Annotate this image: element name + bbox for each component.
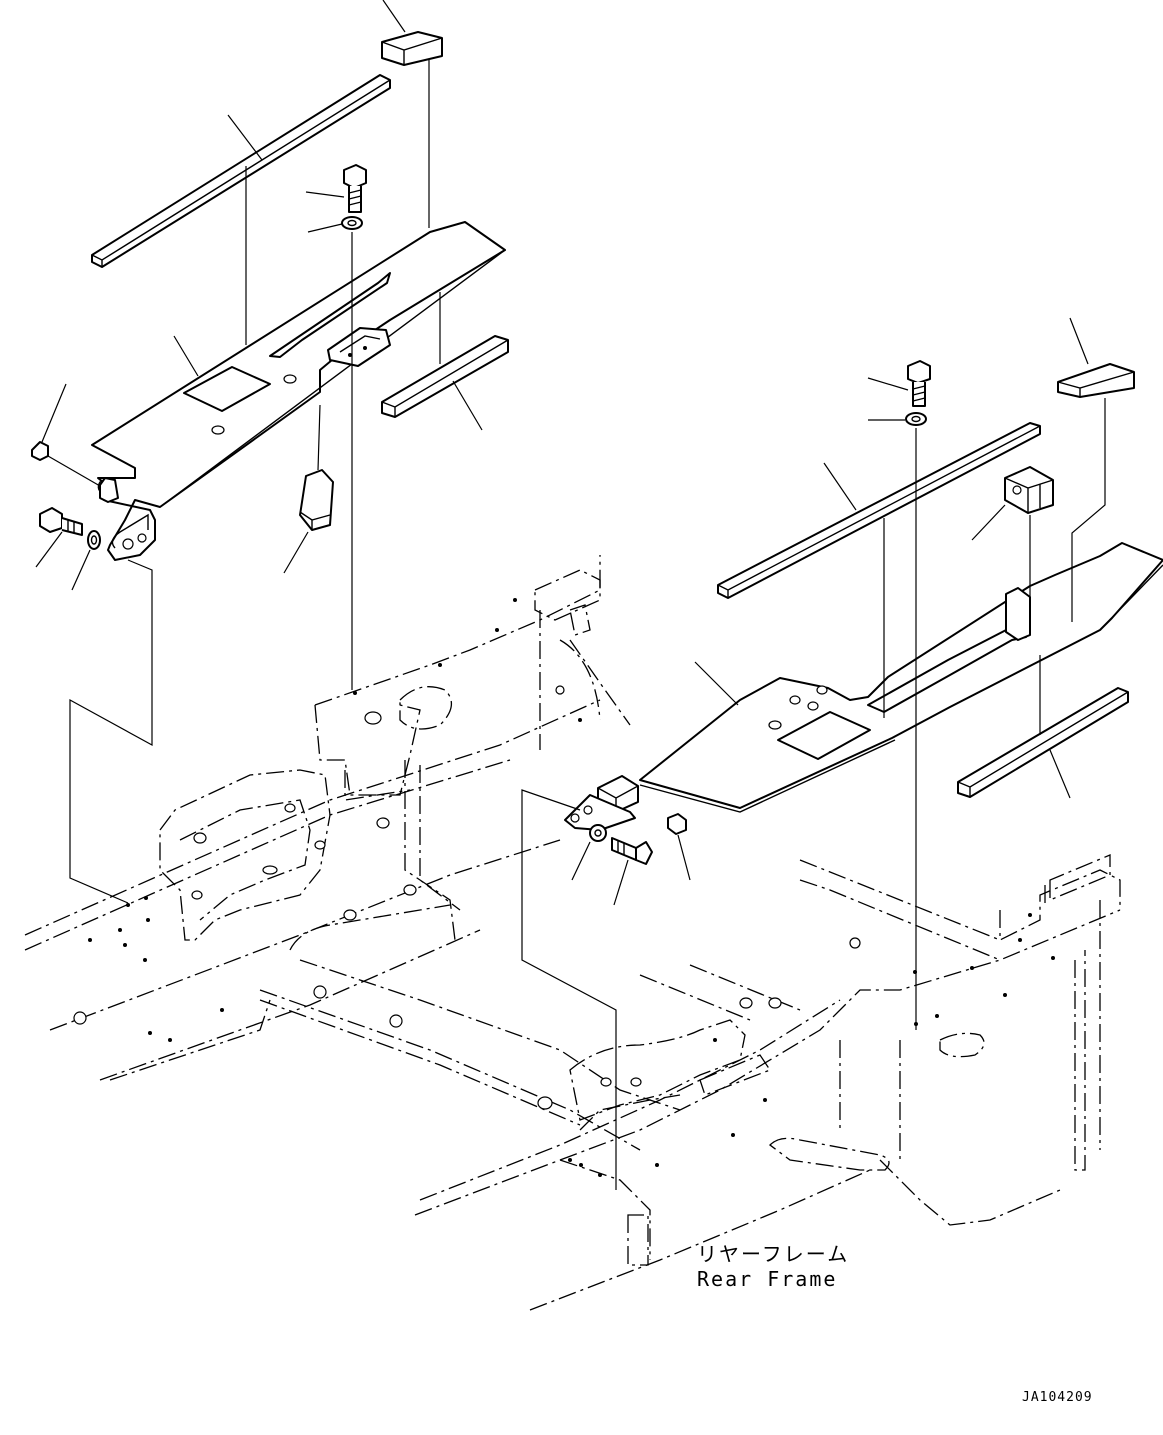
left-leaders (35, 0, 483, 904)
right-leaders (521, 317, 1106, 1190)
rear-frame-label-en: Rear Frame (697, 1267, 838, 1291)
rear-frame-outline (24, 555, 1121, 1311)
left-cover-assembly (31, 31, 509, 561)
rear-frame-label-jp: リヤーフレーム (697, 1242, 850, 1266)
drawing-code: JA104209 (1022, 1390, 1093, 1405)
right-cover-assembly (564, 360, 1163, 865)
frame-holes (73, 598, 1055, 1177)
